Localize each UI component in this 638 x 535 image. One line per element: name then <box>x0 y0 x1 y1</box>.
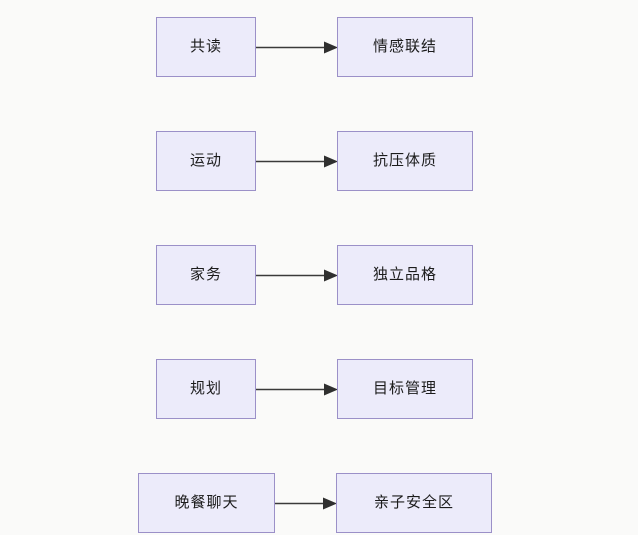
flow-edge-arrow <box>275 473 337 535</box>
flow-row: 家务 独立品格 <box>0 245 638 307</box>
flow-node-target[interactable]: 抗压体质 <box>337 131 473 191</box>
flow-row: 规划 目标管理 <box>0 359 638 421</box>
flow-node-source[interactable]: 规划 <box>156 359 256 419</box>
flow-row: 晚餐聊天 亲子安全区 <box>0 473 638 535</box>
flow-node-source[interactable]: 晚餐聊天 <box>138 473 275 533</box>
flow-node-label: 运动 <box>189 151 222 169</box>
flow-edge-arrow <box>256 245 338 307</box>
flow-node-source[interactable]: 共读 <box>156 17 256 77</box>
flow-node-label: 亲子安全区 <box>373 493 454 511</box>
flow-edge-arrow <box>256 359 338 421</box>
flow-node-source[interactable]: 家务 <box>156 245 256 305</box>
flow-node-label: 抗压体质 <box>372 151 437 169</box>
flow-node-target[interactable]: 亲子安全区 <box>336 473 492 533</box>
diagram-canvas: 共读 情感联结 运动 抗压体质 家务 <box>0 17 638 533</box>
flow-node-source[interactable]: 运动 <box>156 131 256 191</box>
flow-node-target[interactable]: 目标管理 <box>337 359 473 419</box>
flow-node-target[interactable]: 情感联结 <box>337 17 473 77</box>
flow-edge-arrow <box>256 131 338 193</box>
flow-node-label: 独立品格 <box>372 265 437 283</box>
flow-row: 运动 抗压体质 <box>0 131 638 193</box>
flow-node-label: 共读 <box>189 37 222 55</box>
flow-node-target[interactable]: 独立品格 <box>337 245 473 305</box>
flow-edge-arrow <box>256 17 338 79</box>
flow-node-label: 情感联结 <box>372 37 437 55</box>
flow-node-label: 家务 <box>189 265 222 283</box>
flow-node-label: 规划 <box>189 379 222 397</box>
flow-node-label: 晚餐聊天 <box>174 493 239 511</box>
flow-row: 共读 情感联结 <box>0 17 638 79</box>
flow-node-label: 目标管理 <box>372 379 437 397</box>
